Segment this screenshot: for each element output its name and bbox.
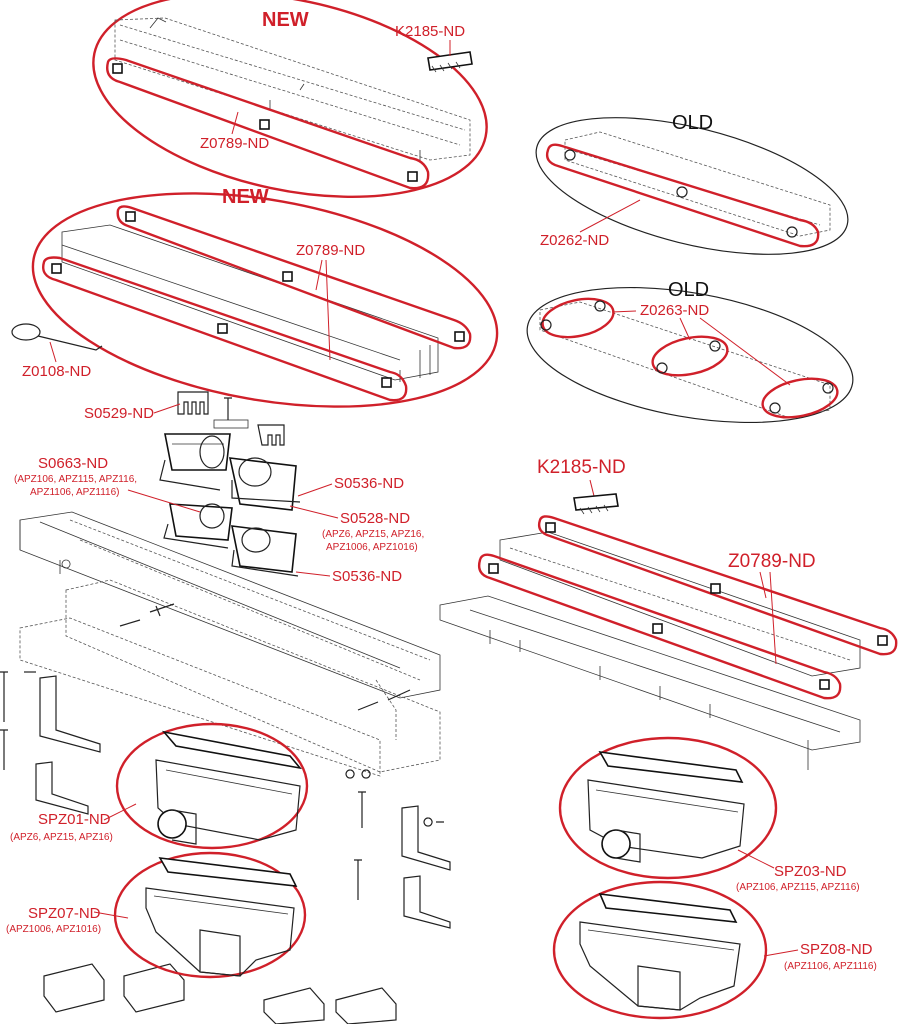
label-s0663-sub1: (APZ106, APZ115, APZ116, (14, 474, 137, 485)
tag-new-top: NEW (262, 9, 309, 31)
new-highlight-ring-top (92, 0, 488, 199)
new-highlight-ring-middle (31, 192, 499, 408)
screw-and-plate (213, 397, 249, 429)
label-z0108: Z0108-ND (22, 363, 91, 380)
right-mounting-brackets-left (345, 769, 451, 929)
spz07-highlight-ring (113, 851, 307, 979)
new-assembly-middle: NEW Z0789-ND Z0108-ND (11, 186, 499, 408)
label-s0529: S0529-ND (84, 405, 154, 422)
left-mounting-brackets (0, 671, 101, 815)
tag-old-bottom: OLD (668, 279, 709, 301)
old-channel-frame-top (564, 131, 831, 237)
label-spz08: SPZ08-ND (800, 941, 873, 958)
label-s0663-sub2: APZ1106, APZ1116) (30, 487, 120, 498)
left-drain-channel (0, 511, 451, 1025)
label-s0528: S0528-ND (340, 510, 410, 527)
right-drain-channel: K2185-ND Z0789-ND (439, 457, 898, 770)
z0263-clip-ring-right (761, 377, 839, 419)
z0789-seal-strip-right-lower (477, 553, 842, 700)
tag-new-middle: NEW (222, 186, 269, 208)
z0263-clip-ring-left (541, 297, 615, 339)
label-s0536-a: S0536-ND (334, 475, 404, 492)
spz03-siphon-assembly: SPZ03-ND (APZ106, APZ115, APZ116) (558, 736, 860, 893)
old-ring-bottom (526, 286, 854, 424)
s0536-insert-lower (163, 503, 299, 577)
label-spz01: SPZ01-ND (38, 811, 111, 828)
drain-channel-frame-middle (61, 224, 439, 382)
label-s0536-b: S0536-ND (332, 568, 402, 585)
label-spz07: SPZ07-ND (28, 905, 101, 922)
spz01-siphon-assembly: SPZ01-ND (APZ6, APZ15, APZ16) (10, 722, 309, 850)
label-spz03: SPZ03-ND (774, 863, 847, 880)
s0536-insert-upper (159, 433, 301, 511)
label-k2185-mid: K2185-ND (537, 457, 626, 478)
k2185-clip-mid (573, 493, 619, 515)
z0789-seal-strip-middle-upper (116, 205, 472, 350)
label-z0263: Z0263-ND (640, 302, 709, 319)
label-s0663: S0663-ND (38, 455, 108, 472)
s0529-odour-trap-clip (177, 391, 285, 446)
drain-channel-frame-top (114, 17, 471, 162)
z0789-seal-strip-right-upper (537, 515, 898, 656)
spz01-highlight-ring (115, 722, 309, 850)
label-z0262: Z0262-ND (540, 232, 609, 249)
z0262-seal-strip (545, 143, 820, 248)
tag-old-top: OLD (672, 112, 713, 134)
z0789-seal-strip-top (106, 57, 430, 190)
old-channel-frame-bottom (539, 301, 831, 419)
k2185-clip-top (427, 51, 473, 73)
label-spz01-sub: (APZ6, APZ15, APZ16) (10, 832, 113, 843)
label-spz07-sub: (APZ1006, APZ1016) (6, 924, 101, 935)
siphon-inserts-group: S0529-ND S0663-ND (APZ106, APZ115, APZ11… (14, 391, 424, 585)
z0789-seal-strip-middle-lower (42, 256, 408, 402)
old-assembly-top: OLD Z0262-ND (535, 112, 849, 255)
new-assembly-top: NEW K2185-ND Z0789-ND (92, 0, 488, 199)
old-assembly-bottom: OLD Z0263-ND (526, 279, 854, 424)
z0108-hook-tool (11, 323, 103, 351)
spz07-siphon-assembly: SPZ07-ND (APZ1006, APZ1016) (6, 851, 307, 979)
label-z0789-a: Z0789-ND (200, 135, 269, 152)
z0263-clip-ring-center (651, 335, 729, 377)
spz08-highlight-ring (552, 880, 768, 1020)
label-z0789-c: Z0789-ND (728, 551, 816, 572)
spz08-siphon-assembly: SPZ08-ND (APZ1106, APZ1116) (552, 880, 877, 1020)
label-spz08-sub: (APZ1106, APZ1116) (784, 961, 877, 972)
label-s0528-sub2: APZ1006, APZ1016) (326, 542, 418, 553)
label-k2185-top: K2185-ND (395, 23, 465, 40)
old-ring-top (535, 117, 849, 255)
label-spz03-sub: (APZ106, APZ115, APZ116) (736, 882, 860, 893)
label-z0789-b: Z0789-ND (296, 242, 365, 259)
spz03-highlight-ring (558, 736, 778, 880)
bottom-feet (43, 963, 397, 1025)
label-s0528-sub1: (APZ6, APZ15, APZ16, (322, 529, 424, 540)
